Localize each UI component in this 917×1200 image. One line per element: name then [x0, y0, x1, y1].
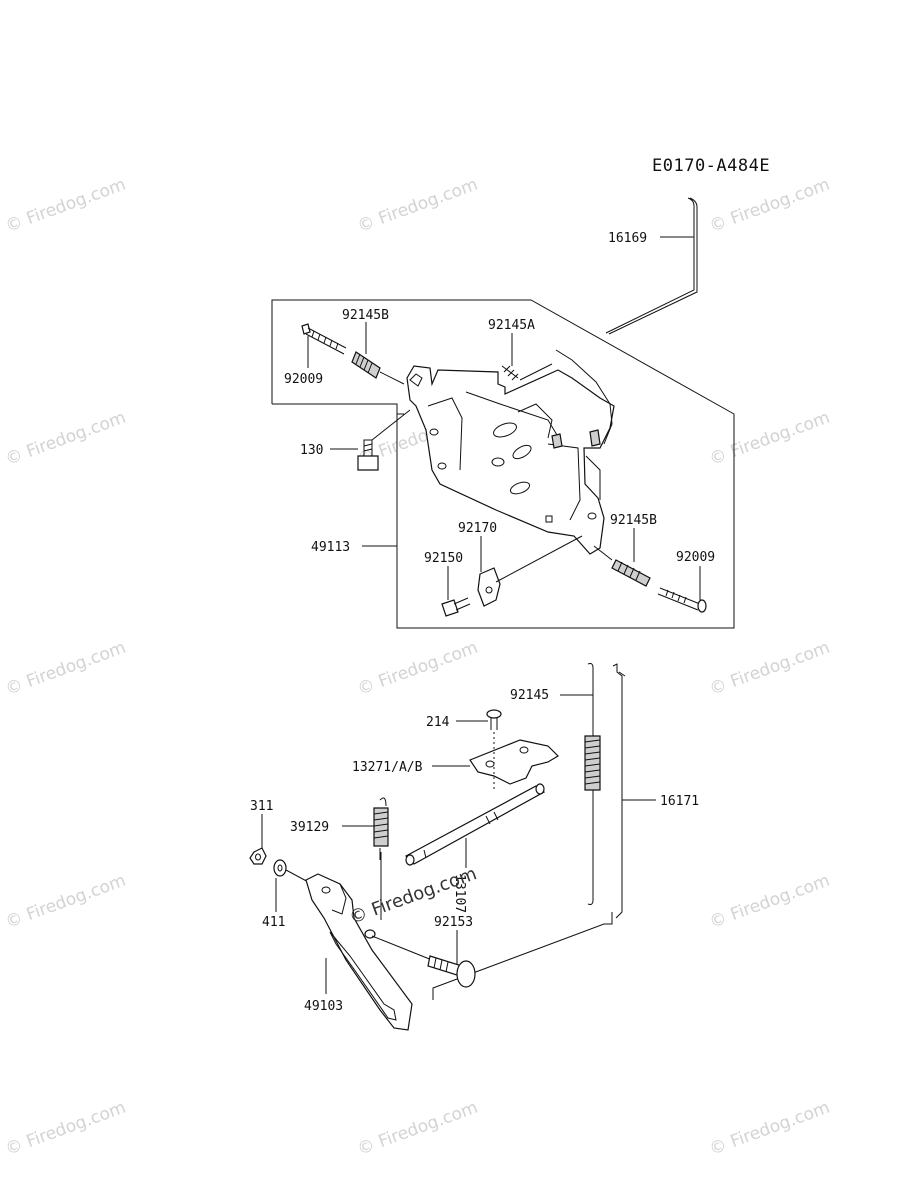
- bolt-92150: [441, 597, 471, 617]
- assembly-frame-top: [271, 299, 735, 629]
- watermark: © Firedog.com: [707, 175, 833, 237]
- label-13107: 13107: [452, 874, 467, 913]
- label-49103: 49103: [304, 999, 343, 1014]
- label-39129: 39129: [290, 820, 329, 835]
- guide-92145B-top: [379, 371, 405, 385]
- label-92145: 92145: [510, 688, 549, 703]
- label-92150: 92150: [424, 551, 463, 566]
- spring-92145B-right: [593, 545, 651, 587]
- watermark: © Firedog.com: [3, 408, 129, 470]
- label-214: 214: [426, 715, 450, 730]
- label-92153: 92153: [434, 915, 473, 930]
- watermark-grid: © Firedog.com © Firedog.com © Firedog.co…: [3, 175, 833, 1160]
- shaft-13107: [405, 752, 546, 866]
- watermark: © Firedog.com: [355, 175, 481, 237]
- rod-16169: [605, 197, 698, 335]
- bolt-92009-left: [301, 323, 347, 355]
- control-plate-49113: [406, 349, 615, 555]
- spring-92145: [584, 663, 601, 905]
- nut-311: [249, 847, 267, 865]
- label-92145A: 92145A: [488, 318, 535, 333]
- watermark: © Firedog.com: [3, 1098, 129, 1160]
- label-49113: 49113: [311, 540, 350, 555]
- watermark: © Firedog.com: [3, 871, 129, 933]
- watermark: © Firedog.com: [707, 408, 833, 470]
- label-411: 411: [262, 915, 285, 930]
- clip-92170: [477, 535, 583, 607]
- assembly-frame-bottom: [432, 912, 613, 1000]
- watermark: © Firedog.com: [355, 638, 481, 700]
- bolt-92009-right: [657, 587, 707, 613]
- watermark: © Firedog.com: [707, 638, 833, 700]
- lever-49103: [305, 873, 433, 1031]
- bracket-13271: [469, 739, 559, 785]
- label-13271: 13271/A/B: [352, 760, 423, 775]
- spring-92145A: [501, 365, 519, 381]
- spring-39129: [373, 797, 389, 920]
- bolt-130: [357, 409, 411, 471]
- label-92009-left: 92009: [284, 372, 323, 387]
- guide-92145A: [519, 363, 553, 381]
- watermark: © Firedog.com: [355, 1098, 481, 1160]
- label-130: 130: [300, 443, 323, 458]
- screw-214: [486, 709, 502, 750]
- diagram-code: E0170-A484E: [652, 156, 770, 176]
- label-16169: 16169: [608, 231, 647, 246]
- frame-step: [272, 403, 398, 414]
- watermark: © Firedog.com: [3, 638, 129, 700]
- label-311: 311: [250, 799, 273, 814]
- watermark: © Firedog.com: [3, 175, 129, 237]
- watermark: © Firedog.com: [707, 1098, 833, 1160]
- spring-92145B-top: [351, 351, 381, 379]
- watermark: © Firedog.com: [707, 871, 833, 933]
- label-92145B-right: 92145B: [610, 513, 657, 528]
- rod-16171: [612, 663, 626, 919]
- label-92170: 92170: [458, 521, 497, 536]
- label-16171: 16171: [660, 794, 699, 809]
- pin-92153: [427, 955, 476, 988]
- label-92145B-top: 92145B: [342, 308, 389, 323]
- label-92009-right: 92009: [676, 550, 715, 565]
